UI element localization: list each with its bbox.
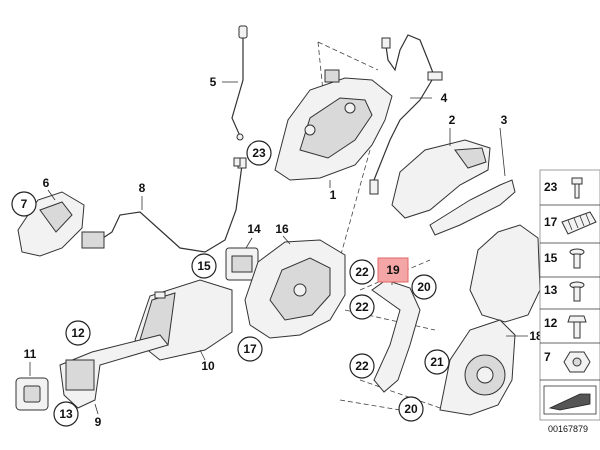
label-part-5: 5 [210,75,217,89]
part-lock-module-16 [244,235,346,339]
legend-item-7: 7 [544,350,551,364]
part-bolt-23 [233,157,241,167]
legend-item-13: 13 [544,283,558,297]
part-bracket-plate-19 [371,279,421,393]
hex-nut-icon [563,351,591,373]
legend-item-23: 23 [544,180,558,194]
callout-13: 13 [53,401,79,427]
callout-22-bottom: 22 [349,353,375,379]
svg-text:22: 22 [355,265,369,279]
highlight-part-19: 19 [377,257,409,283]
label-part-3: 3 [501,113,508,127]
part-cable-8 [81,157,247,253]
svg-text:22: 22 [355,300,369,314]
svg-text:13: 13 [59,407,73,421]
svg-text:12: 12 [71,326,85,340]
parts-legend: 23 17 15 13 12 7 [539,169,600,421]
callout-20-bottom: 20 [398,396,424,422]
svg-text:22: 22 [355,359,369,373]
part-seal-11 [15,362,49,411]
spring-plug-icon [561,211,597,235]
part-lock-housing-1 [274,69,393,188]
legend-item-17: 17 [544,215,558,229]
callout-21: 21 [424,349,450,375]
screw-icon [569,248,585,269]
svg-text:23: 23 [252,146,266,160]
callout-22-top: 22 [349,259,375,285]
hex-bolt-icon [567,315,587,339]
legend-item-12: 12 [544,316,558,330]
part-door-lock-18 [439,224,541,416]
label-part-4: 4 [441,91,448,105]
part-handle-cover-3 [429,127,516,236]
label-part-6: 6 [43,176,50,190]
label-part-14: 14 [247,222,261,236]
diagram-code: 00167879 [548,424,588,434]
callout-23: 23 [246,140,272,166]
screw-icon [569,281,585,302]
svg-text:7: 7 [21,197,28,211]
svg-text:17: 17 [243,342,257,356]
callout-20-top: 20 [411,274,437,300]
label-part-10: 10 [201,359,215,373]
part-check-strap-9 [59,334,169,415]
svg-text:20: 20 [404,402,418,416]
label-part-1: 1 [330,188,337,202]
label-part-18: 18 [529,329,543,343]
part-outer-handle-2 [391,128,491,219]
svg-text:19: 19 [386,263,400,277]
svg-text:20: 20 [417,280,431,294]
callout-12: 12 [65,320,91,346]
callout-15: 15 [191,253,217,279]
part-bowden-cable-4 [369,34,443,195]
part-small-bracket-14 [225,237,259,281]
label-part-8: 8 [139,181,146,195]
svg-text:21: 21 [430,355,444,369]
label-part-2: 2 [449,113,456,127]
label-part-11: 11 [24,347,37,361]
label-part-16: 16 [275,222,289,236]
legend-item-15: 15 [544,251,558,265]
callout-7: 7 [11,191,37,217]
label-part-9: 9 [95,415,102,429]
bolt-icon [571,177,583,199]
part-rod-5 [222,25,248,141]
arrow-icon [543,385,597,415]
callout-22-middle: 22 [349,294,375,320]
svg-text:15: 15 [197,259,211,273]
callout-17: 17 [237,336,263,362]
